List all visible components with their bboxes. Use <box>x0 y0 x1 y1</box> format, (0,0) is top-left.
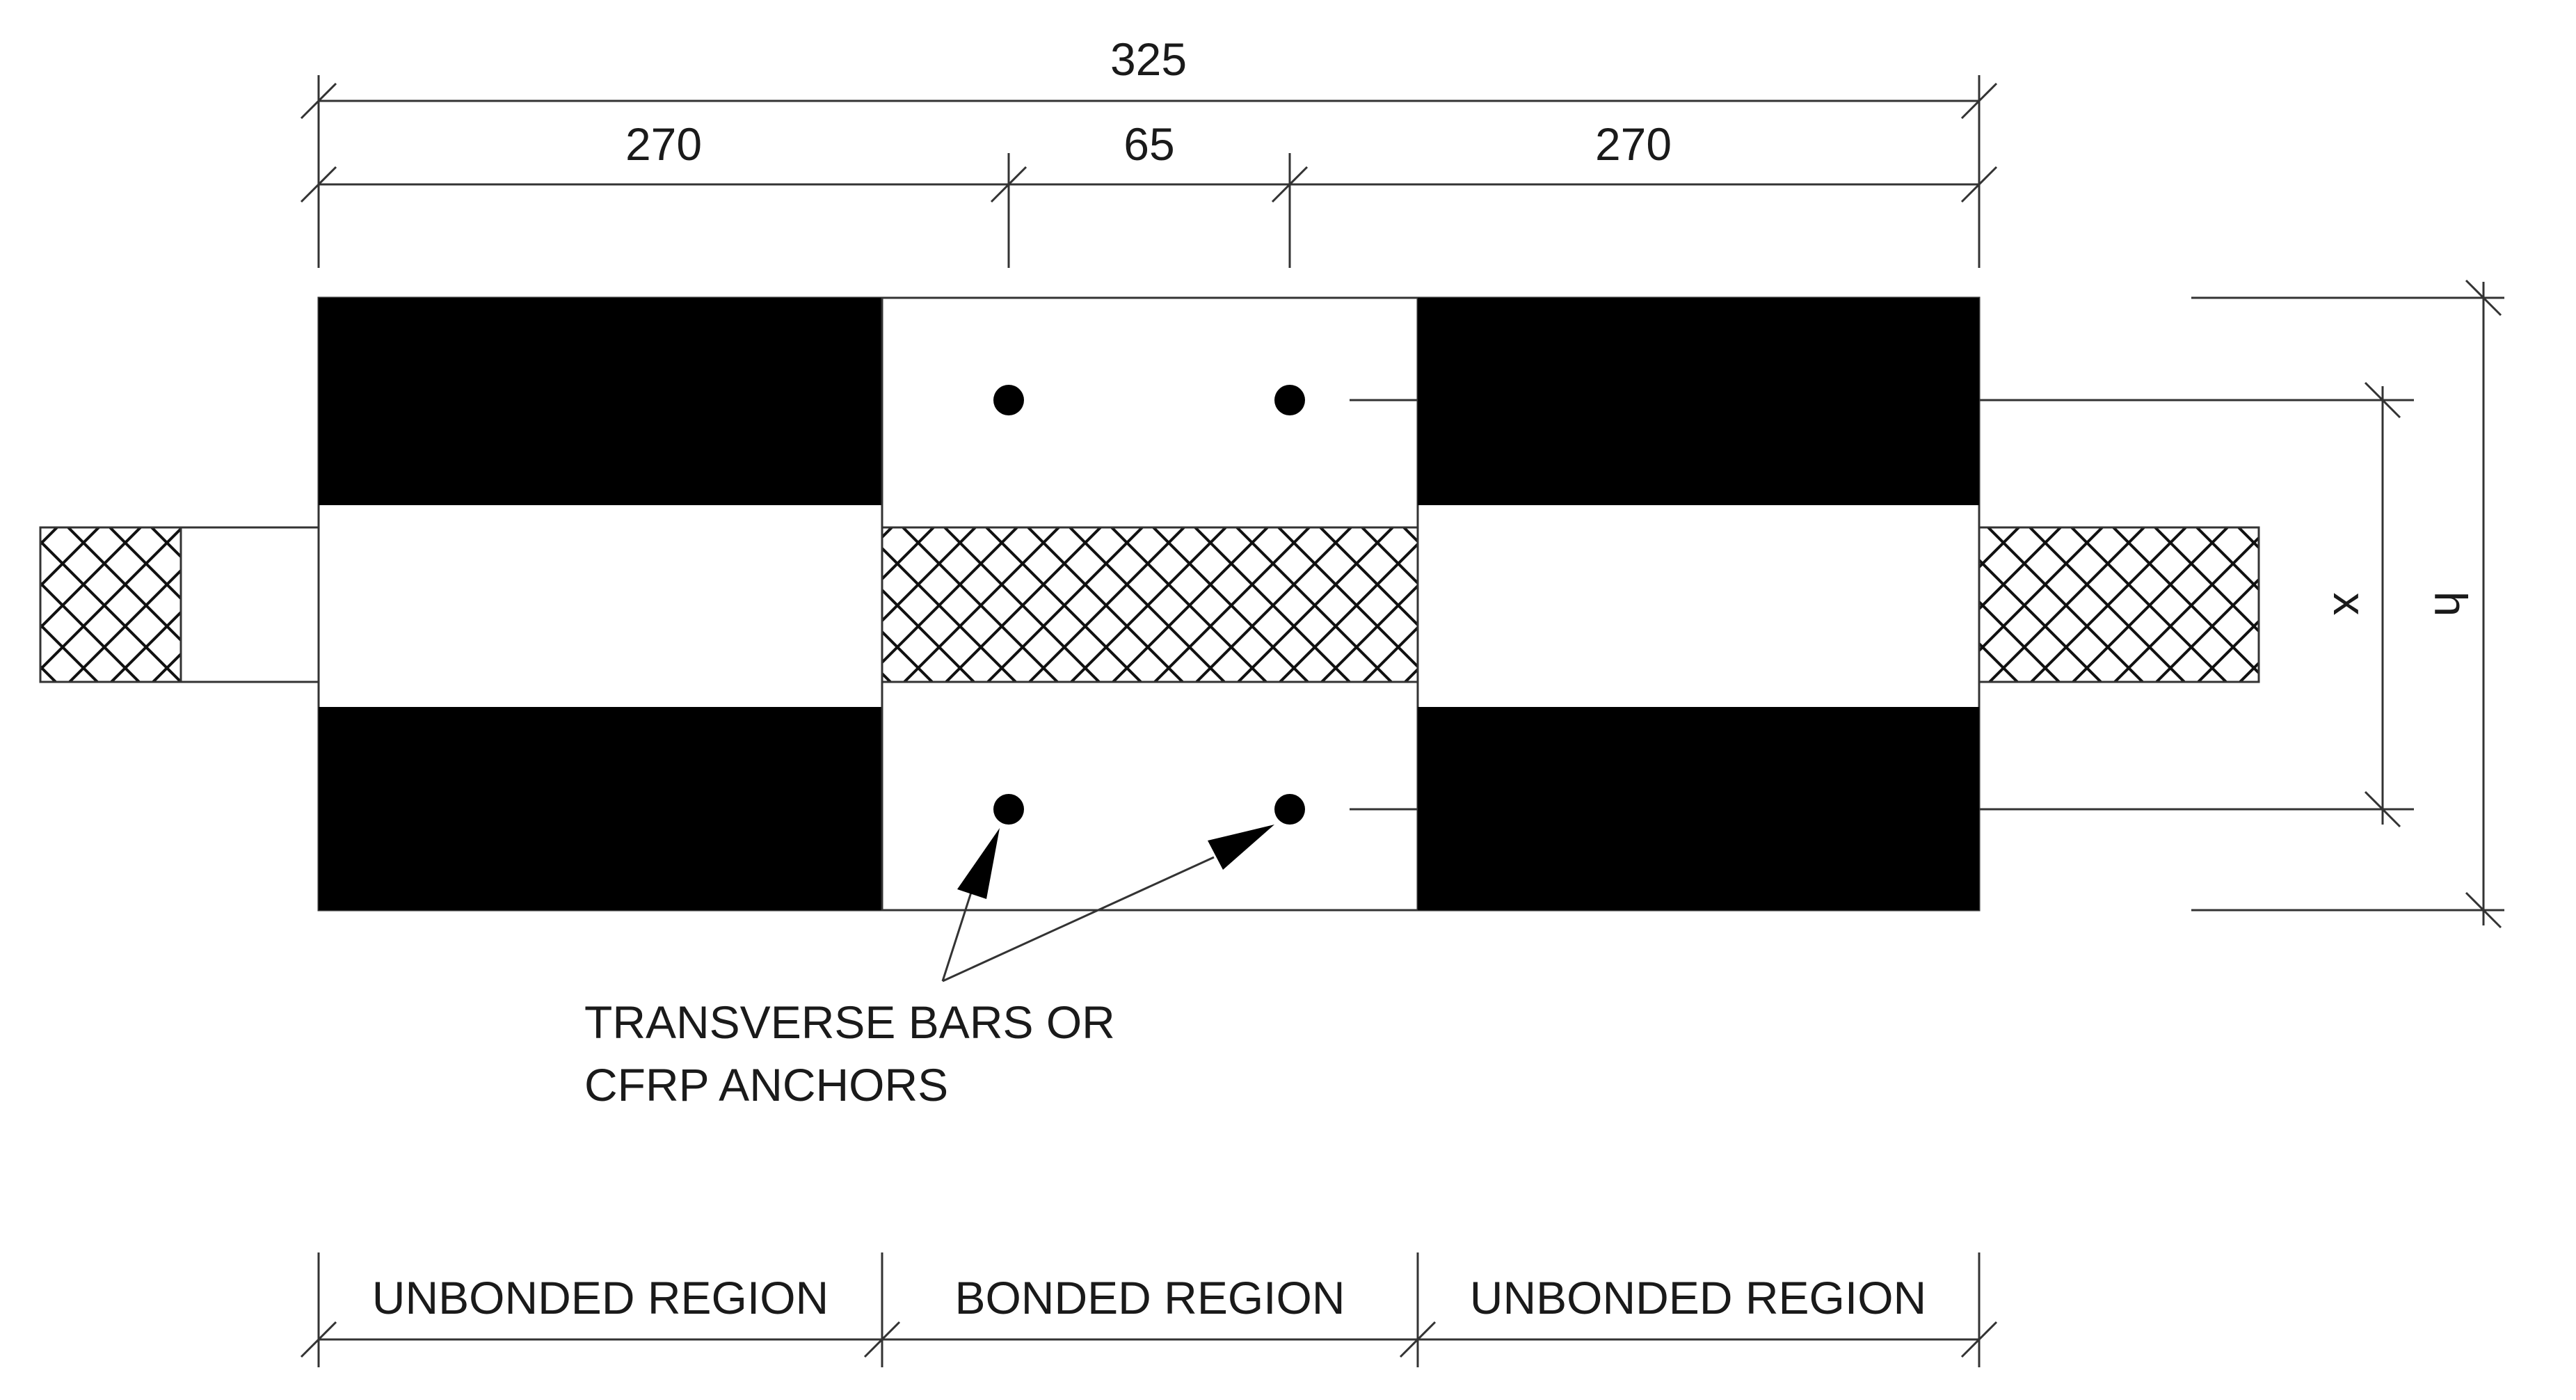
dimension-label-left: 270 <box>625 118 702 170</box>
callout-leader-right <box>942 856 1215 983</box>
tick-region-right <box>1960 1321 1998 1358</box>
tick-region-mid-left <box>863 1321 901 1358</box>
tick-x-top <box>2364 381 2401 419</box>
tick-overall-right <box>1960 82 1998 120</box>
region-label-right: UNBONDED REGION <box>1470 1272 1926 1323</box>
dimension-label-h: h <box>2425 591 2477 617</box>
specimen-body <box>39 296 2414 912</box>
region-dimension-system: UNBONDED REGION BONDED REGION UNBONDED R… <box>300 1252 1998 1367</box>
right-top-frp-plate <box>1418 298 1979 505</box>
tick-h-bottom <box>2465 891 2502 929</box>
anchor-dot-top-left <box>993 385 1024 415</box>
callout-leader-left <box>941 883 975 982</box>
tick-region-left <box>300 1321 337 1358</box>
top-dimension-system: 325 270 65 270 <box>300 33 1998 268</box>
tick-seg-left <box>300 166 337 203</box>
right-bottom-frp-plate <box>1418 707 1979 910</box>
side-dimension-system: h x <box>2191 279 2504 929</box>
anchor-dot-bottom-right <box>1274 794 1305 825</box>
callout-text-line1: TRANSVERSE BARS OR <box>584 996 1115 1048</box>
left-end-hatch <box>39 526 182 683</box>
tick-seg-mid-left <box>990 166 1027 203</box>
left-bottom-frp-plate <box>319 707 882 910</box>
anchor-dot-bottom-left <box>993 794 1024 825</box>
tick-h-top <box>2465 279 2502 317</box>
callout-text-line2: CFRP ANCHORS <box>584 1059 948 1111</box>
dimension-label-right: 270 <box>1595 118 1672 170</box>
tick-seg-right <box>1960 166 1998 203</box>
dimension-label-x: x <box>2324 593 2376 616</box>
tick-x-bottom <box>2364 790 2401 828</box>
callout-arrowhead-right <box>1208 825 1274 870</box>
left-top-frp-plate <box>319 298 882 505</box>
tick-overall-left <box>300 82 337 120</box>
tick-seg-mid-right <box>1271 166 1309 203</box>
anchor-callout: TRANSVERSE BARS OR CFRP ANCHORS <box>584 825 1274 1111</box>
right-end-hatch <box>1978 526 2260 683</box>
anchor-dot-top-right <box>1274 385 1305 415</box>
callout-arrowhead-left <box>957 828 1000 899</box>
region-label-middle: BONDED REGION <box>954 1272 1345 1323</box>
dimension-label-middle: 65 <box>1123 118 1174 170</box>
tick-region-mid-right <box>1399 1321 1437 1358</box>
bonded-region-hatch <box>881 526 1419 683</box>
dimension-label-overall: 325 <box>1110 33 1187 85</box>
region-label-left: UNBONDED REGION <box>372 1272 829 1323</box>
